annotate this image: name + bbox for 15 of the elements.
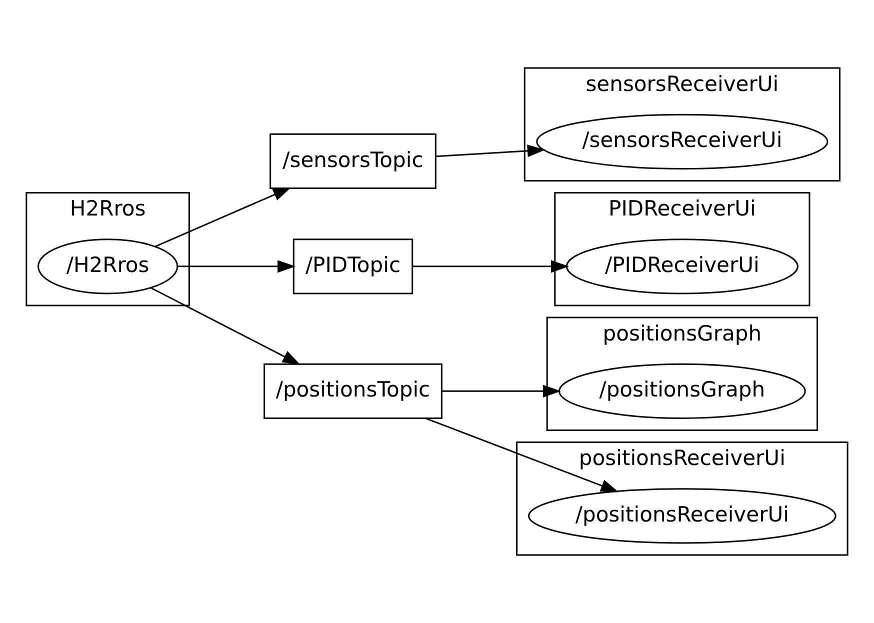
arrow [442, 384, 561, 398]
node-box: /PIDTopic [292, 238, 414, 294]
node-box: /sensorsTopic [270, 133, 436, 190]
node-ellipse: /positionsGraph [558, 363, 806, 419]
node-ellipse: /positionsReceiverUi [528, 488, 836, 544]
node-ellipse: /H2Rros [38, 238, 178, 294]
arrow [436, 144, 546, 158]
node-ellipse: /sensorsReceiverUi [536, 114, 828, 170]
arrow [155, 187, 292, 248]
arrow [412, 260, 570, 273]
arrow [425, 418, 619, 492]
arrow [177, 260, 296, 273]
arrow [150, 287, 301, 365]
node-box: /positionsTopic [264, 363, 442, 419]
node-ellipse: /PIDReceiverUi [566, 238, 798, 294]
